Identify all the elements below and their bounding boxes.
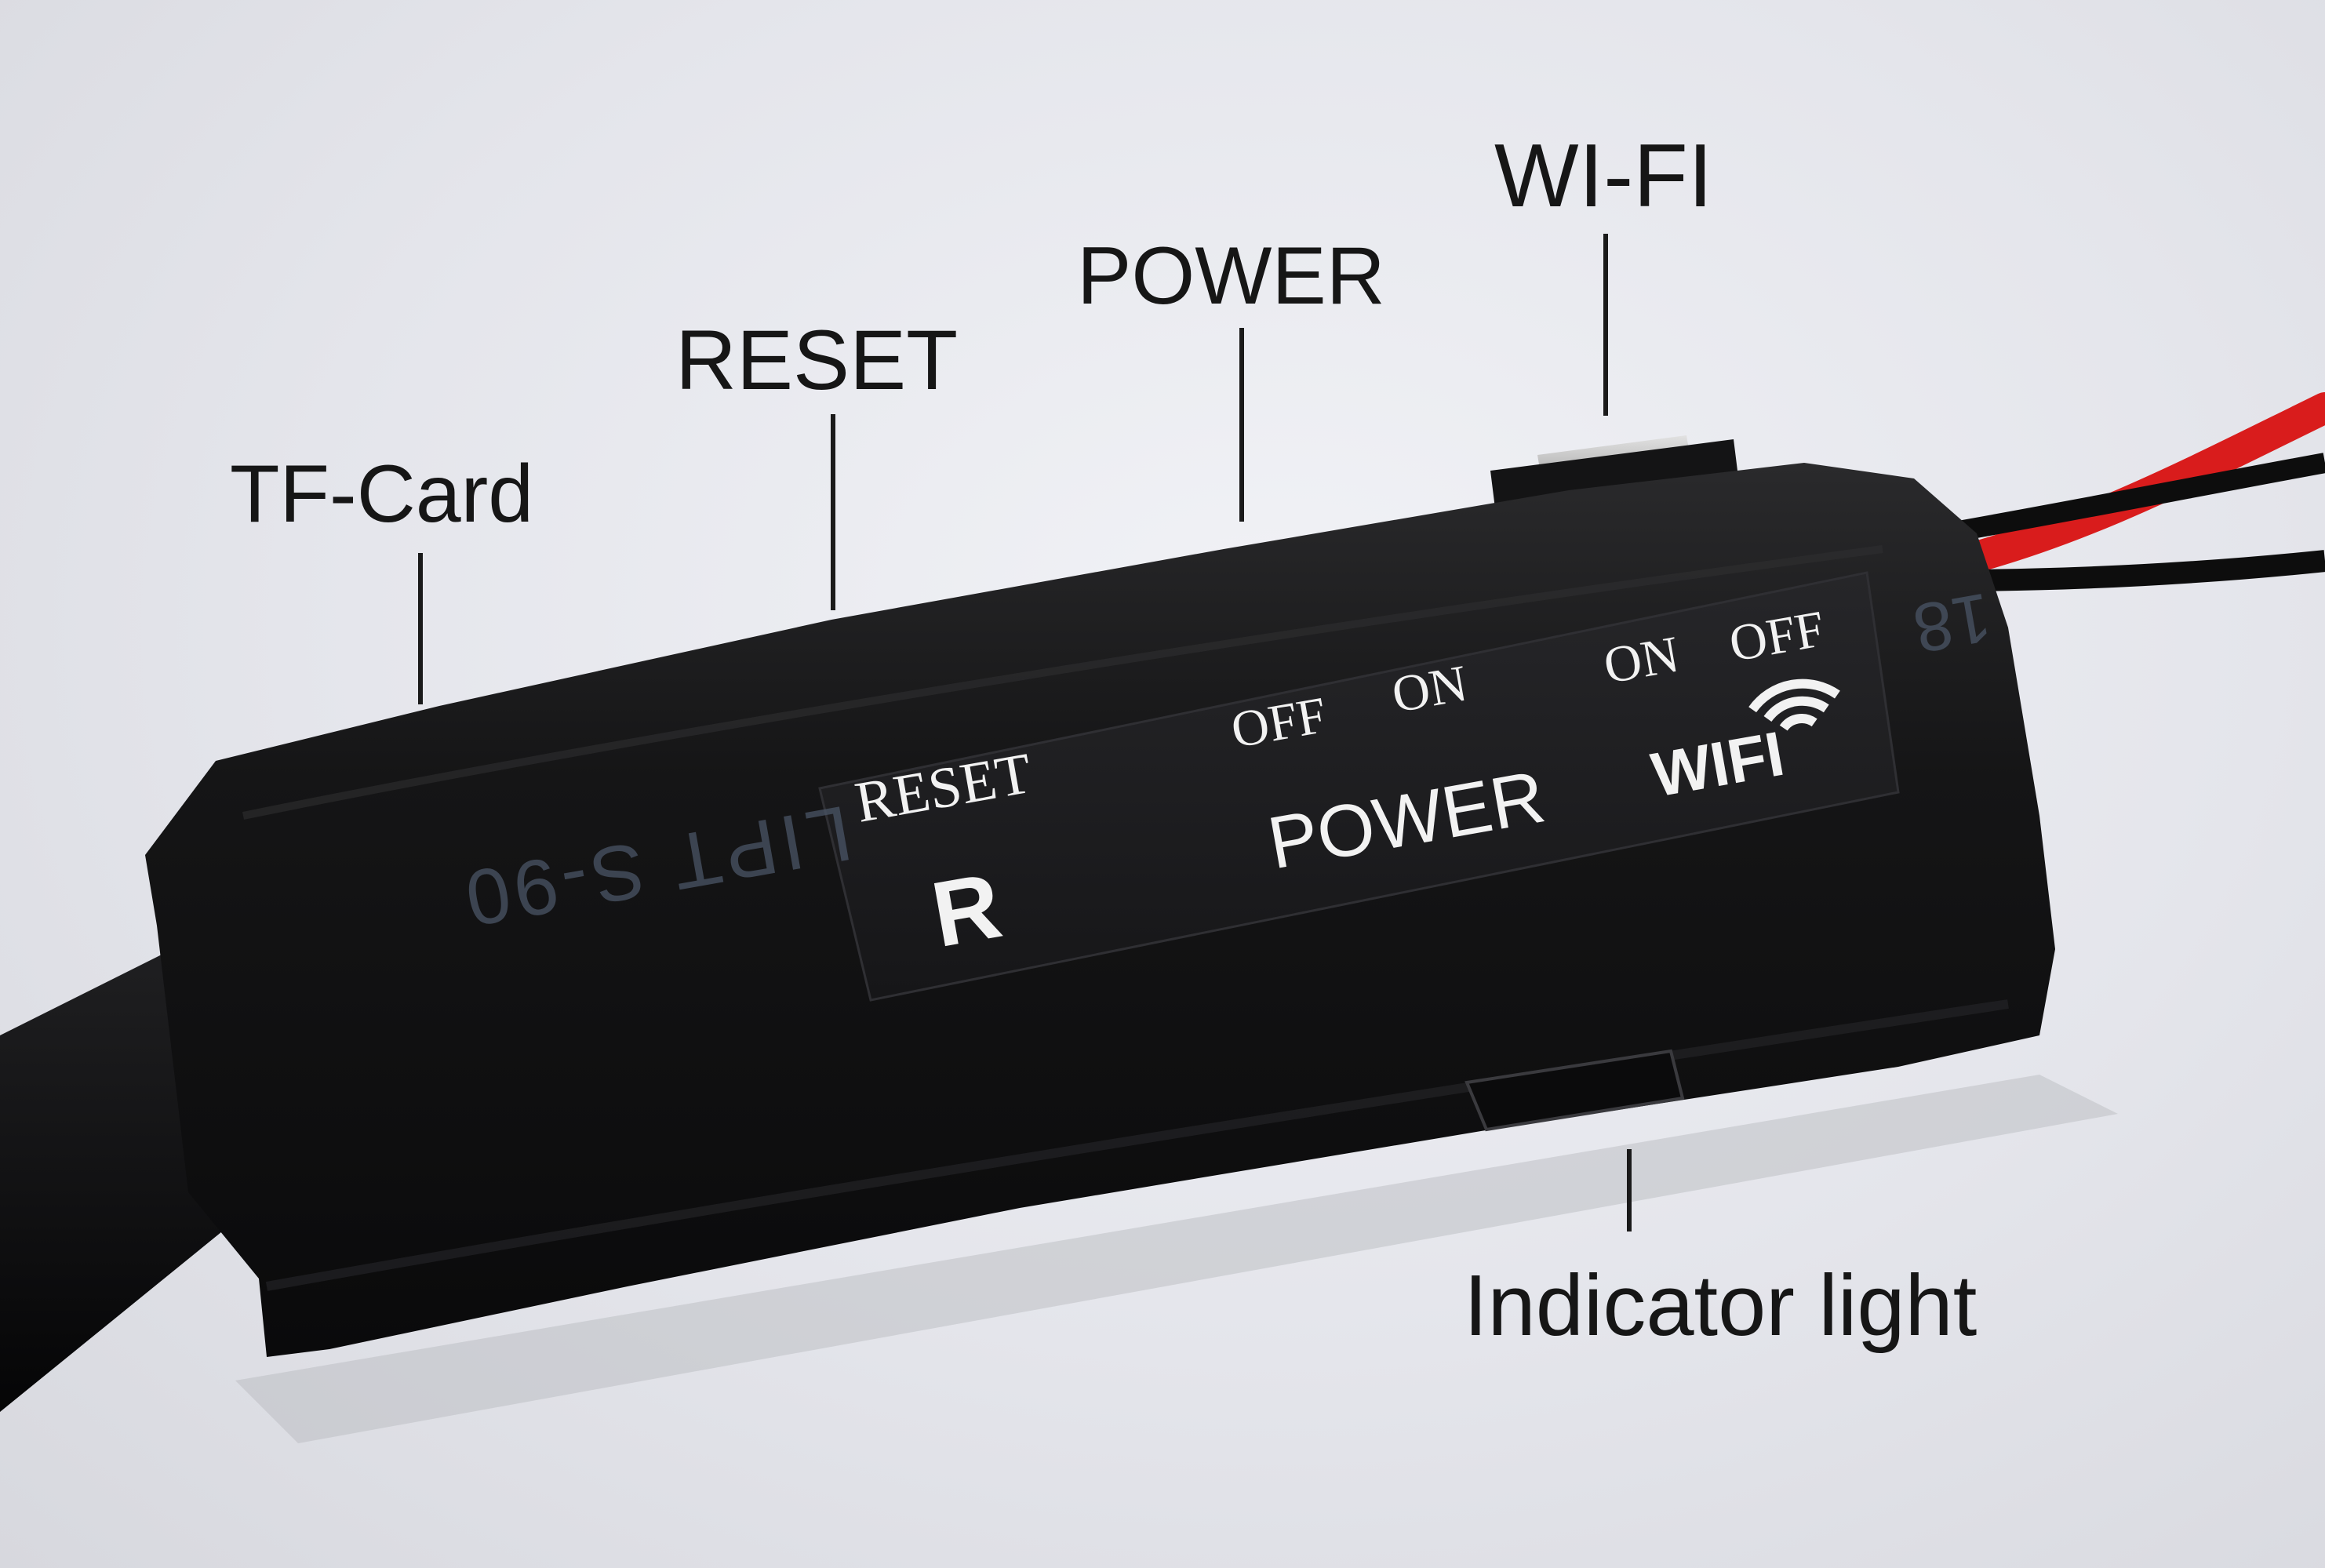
- module-print-edge: 18: [1908, 578, 1997, 668]
- sticker-wifi-on: ON: [1599, 625, 1683, 695]
- black-wire-bottom: [1945, 550, 2325, 591]
- reset-callout: RESET: [675, 312, 959, 407]
- indicator-light-window: [1464, 1049, 1685, 1132]
- red-wire: [1930, 392, 2325, 580]
- module-shadow: [235, 1075, 2118, 1443]
- tf-card-callout: TF-Card: [230, 449, 534, 540]
- power-callout: POWER: [1077, 231, 1385, 322]
- wifi-icon: [1748, 678, 1840, 731]
- label-sticker: [818, 571, 1900, 1002]
- sticker-power-on: ON: [1388, 654, 1472, 724]
- black-wire-top: [1943, 453, 2325, 544]
- wifi-callout: WI-FI: [1494, 126, 1713, 226]
- indicator-light-callout: Indicator light: [1464, 1257, 1978, 1354]
